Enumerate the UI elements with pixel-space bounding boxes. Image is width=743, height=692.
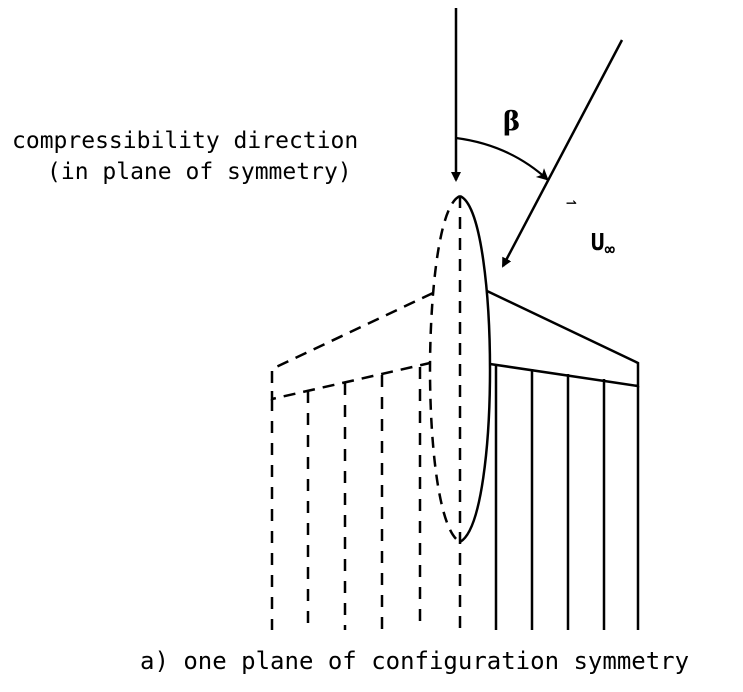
- vector-arrow-icon: ⇀: [566, 192, 577, 213]
- body-ellipse-right-half: [459, 194, 492, 544]
- freestream-velocity-label: ⇀ U∞: [563, 192, 615, 260]
- velocity-subscript: ∞: [604, 240, 615, 260]
- freestream-velocity-arrow: [501, 39, 624, 268]
- beta-angle-label: β: [503, 107, 521, 137]
- velocity-symbol: U: [590, 230, 605, 256]
- right-wing-outline: [486, 289, 640, 388]
- left-vortex-lines: [270, 367, 422, 630]
- compressibility-label-line2: (in plane of symmetry): [47, 159, 352, 185]
- left-wing-outline: [270, 291, 434, 401]
- right-vortex-lines: [494, 365, 640, 630]
- compressibility-label-line1: compressibility direction: [12, 128, 359, 154]
- figure-caption: a) one plane of configuration symmetry: [140, 647, 690, 675]
- body-ellipse-left-half: [428, 194, 461, 544]
- beta-angle-arc: [455, 136, 549, 181]
